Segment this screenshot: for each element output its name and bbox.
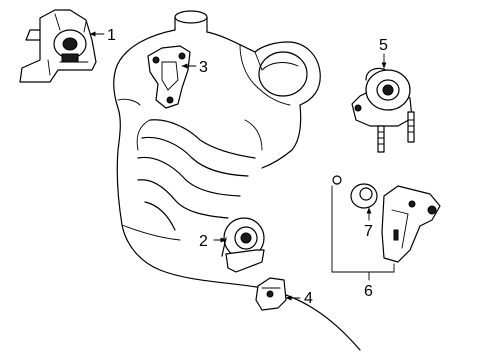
part-4-bracket bbox=[255, 277, 287, 311]
part-1-engine-mount bbox=[19, 9, 97, 83]
callout-1: 1 bbox=[107, 27, 116, 44]
engine-block-outline bbox=[113, 10, 361, 351]
callout-7: 7 bbox=[364, 223, 373, 240]
callout-5: 5 bbox=[379, 37, 388, 54]
callouts: 1 2 3 4 5 6 7 bbox=[107, 27, 388, 307]
part-6-bracket-assembly bbox=[381, 185, 441, 263]
callout-6: 6 bbox=[364, 283, 373, 300]
callout-2: 2 bbox=[199, 233, 208, 250]
leader-6-bracket bbox=[331, 185, 395, 273]
callout-3: 3 bbox=[199, 59, 208, 76]
part-2-engine-mount bbox=[221, 217, 265, 273]
part-3-bracket bbox=[147, 45, 191, 109]
part-7-mount-insulator bbox=[332, 175, 378, 209]
callout-4: 4 bbox=[304, 290, 313, 307]
leader-lines bbox=[89, 31, 395, 301]
part-5-engine-mount bbox=[351, 67, 415, 153]
